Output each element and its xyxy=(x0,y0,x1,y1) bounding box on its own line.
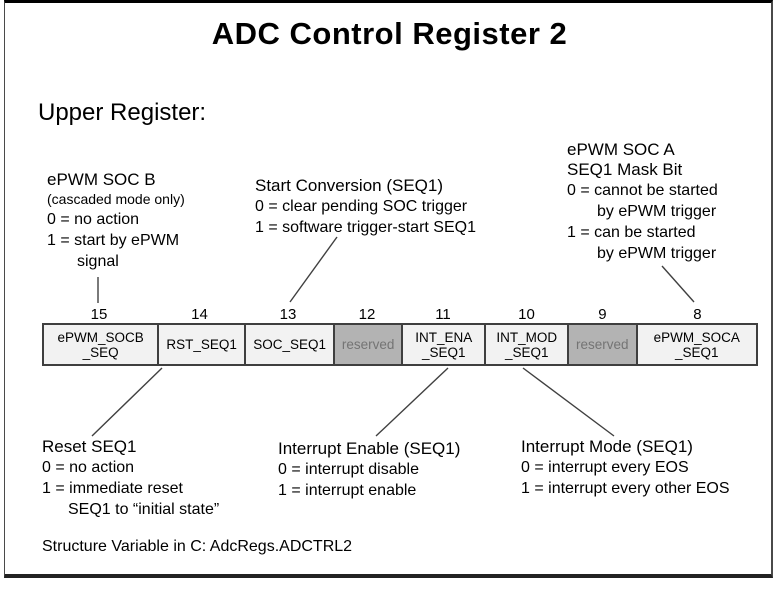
annotation-line: 1 = start by ePWM xyxy=(47,232,180,249)
annotation-line: 0 = cannot be started xyxy=(567,182,718,199)
annotation-line: 0 = clear pending SOC trigger xyxy=(255,198,468,215)
bit-cell-row: ePWM_SOCB _SEQ RST_SEQ1 SOC_SEQ1 reserve… xyxy=(42,323,758,366)
annotation-line: 1 = software trigger-start SEQ1 xyxy=(255,219,476,236)
annotation-line: 1 = interrupt enable xyxy=(278,482,417,499)
annotation-line: 1 = immediate reset xyxy=(42,480,183,497)
bit-number: 15 xyxy=(90,306,108,323)
annotation-title: Reset SEQ1 xyxy=(42,437,137,456)
bit-number-row: 15 14 13 12 11 10 9 8 xyxy=(42,306,758,323)
slide-frame xyxy=(4,0,773,578)
annotation-line: by ePWM trigger xyxy=(597,203,717,220)
annotation-title: ePWM SOC A xyxy=(567,140,675,159)
annotation-line: 1 = can be started xyxy=(567,224,696,241)
bit-number: 14 xyxy=(191,306,208,323)
bit-number: 9 xyxy=(598,306,607,323)
annotation-line: 0 = no action xyxy=(42,459,135,476)
annotation-epwm-soca: ePWM SOC A SEQ1 Mask Bit 0 = cannot be s… xyxy=(567,140,718,264)
annotation-note: (cascaded mode only) xyxy=(47,191,185,207)
annotation-line: 0 = interrupt every EOS xyxy=(521,459,689,476)
annotation-interrupt-mode: Interrupt Mode (SEQ1) 0 = interrupt ever… xyxy=(521,437,730,499)
bit-number: 8 xyxy=(693,306,702,323)
annotation-line: signal xyxy=(77,253,119,270)
annotation-epwm-socb: ePWM SOC B (cascaded mode only) 0 = no a… xyxy=(47,170,185,272)
bit-cell-reserved-12: reserved xyxy=(333,325,401,364)
annotation-title: Interrupt Mode (SEQ1) xyxy=(521,437,693,456)
bit-cell-reserved-9: reserved xyxy=(566,325,636,364)
bit-cell-rst-seq1: RST_SEQ1 xyxy=(157,325,244,364)
annotation-line: 0 = interrupt disable xyxy=(278,461,419,478)
bit-cell-int-ena-seq1: INT_ENA _SEQ1 xyxy=(400,325,485,364)
annotation-title: Start Conversion (SEQ1) xyxy=(255,176,444,195)
register-bitfield: 15 14 13 12 11 10 9 8 ePWM_SOCB _SEQ RST… xyxy=(42,306,758,366)
annotation-title: Interrupt Enable (SEQ1) xyxy=(278,439,461,458)
bit-number: 10 xyxy=(518,306,535,323)
annotation-reset-seq1: Reset SEQ1 0 = no action 1 = immediate r… xyxy=(42,437,219,520)
upper-register-heading: Upper Register: xyxy=(38,99,207,126)
annotation-title: SEQ1 Mask Bit xyxy=(567,160,683,179)
bit-cell-epwm-soca-seq1: ePWM_SOCA _SEQ1 xyxy=(635,325,756,364)
annotation-interrupt-enable: Interrupt Enable (SEQ1) 0 = interrupt di… xyxy=(278,439,460,501)
bit-number: 13 xyxy=(279,306,297,323)
bit-cell-soc-seq1: SOC_SEQ1 xyxy=(243,325,334,364)
annotation-line: by ePWM trigger xyxy=(597,245,717,262)
annotation-start-conversion: Start Conversion (SEQ1) 0 = clear pendin… xyxy=(255,176,476,238)
annotation-line: 0 = no action xyxy=(47,211,140,228)
structure-variable-note: Structure Variable in C: AdcRegs.ADCTRL2 xyxy=(42,538,353,555)
bit-cell-epwm-socb-seq: ePWM_SOCB _SEQ xyxy=(44,325,158,364)
annotation-title: ePWM SOC B xyxy=(47,170,156,189)
bit-number: 11 xyxy=(435,306,451,323)
bit-cell-int-mod-seq1: INT_MOD _SEQ1 xyxy=(484,325,567,364)
bit-number: 12 xyxy=(358,306,376,323)
page-title: ADC Control Register 2 xyxy=(211,16,568,51)
annotation-line: 1 = interrupt every other EOS xyxy=(521,480,730,497)
annotation-line: SEQ1 to “initial state” xyxy=(68,501,220,518)
